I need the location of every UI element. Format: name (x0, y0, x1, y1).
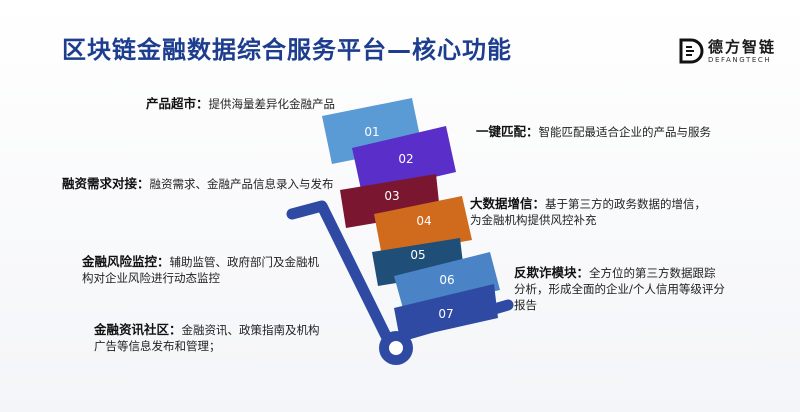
feature-product-market: 产品超市：提供海量差异化金融产品 (146, 96, 336, 111)
cart-wheel (379, 331, 413, 365)
feature-anti-fraud: 反欺诈模块：全方位的第三方数据跟踪 分析，形成全面的企业/个人信用等级评分 报告 (514, 265, 725, 312)
box-07-number: 07 (438, 307, 453, 321)
defang-logo-icon (679, 38, 704, 64)
page-title: 区块链金融数据综合服务平台—核心功能 (62, 36, 512, 64)
box-06-number: 06 (439, 273, 454, 287)
feature-financing-matching: 融资需求对接：融资需求、金融产品信息录入与发布 (62, 176, 334, 191)
brand-name: 德方智链 (708, 38, 777, 56)
box-02-number: 02 (398, 152, 413, 166)
brand-logo: 德方智链 DEFANGTECH (678, 36, 788, 72)
brand-subname: DEFANGTECH (708, 56, 772, 64)
feature-risk-monitoring: 金融风险监控：辅助监管、政府部门及金融机 构对企业风险进行动态监控 (82, 254, 320, 285)
box-05-number: 05 (410, 248, 425, 262)
box-04-number: 04 (416, 214, 431, 228)
box-07: 07 (394, 284, 498, 340)
box-01-number: 01 (364, 125, 379, 139)
feature-big-data-credit: 大数据增信：基于第三方的政务数据的增信， 为金融机构提供风控补充 (470, 196, 707, 227)
box-03-number: 03 (384, 189, 399, 203)
feature-finance-news: 金融资讯社区：金融资讯、政策指南及机构 广告等信息发布和管理； (94, 322, 320, 353)
feature-one-click-match: 一键匹配：智能匹配最适合企业的产品与服务 (476, 124, 712, 139)
box-06: 06 (394, 252, 500, 312)
